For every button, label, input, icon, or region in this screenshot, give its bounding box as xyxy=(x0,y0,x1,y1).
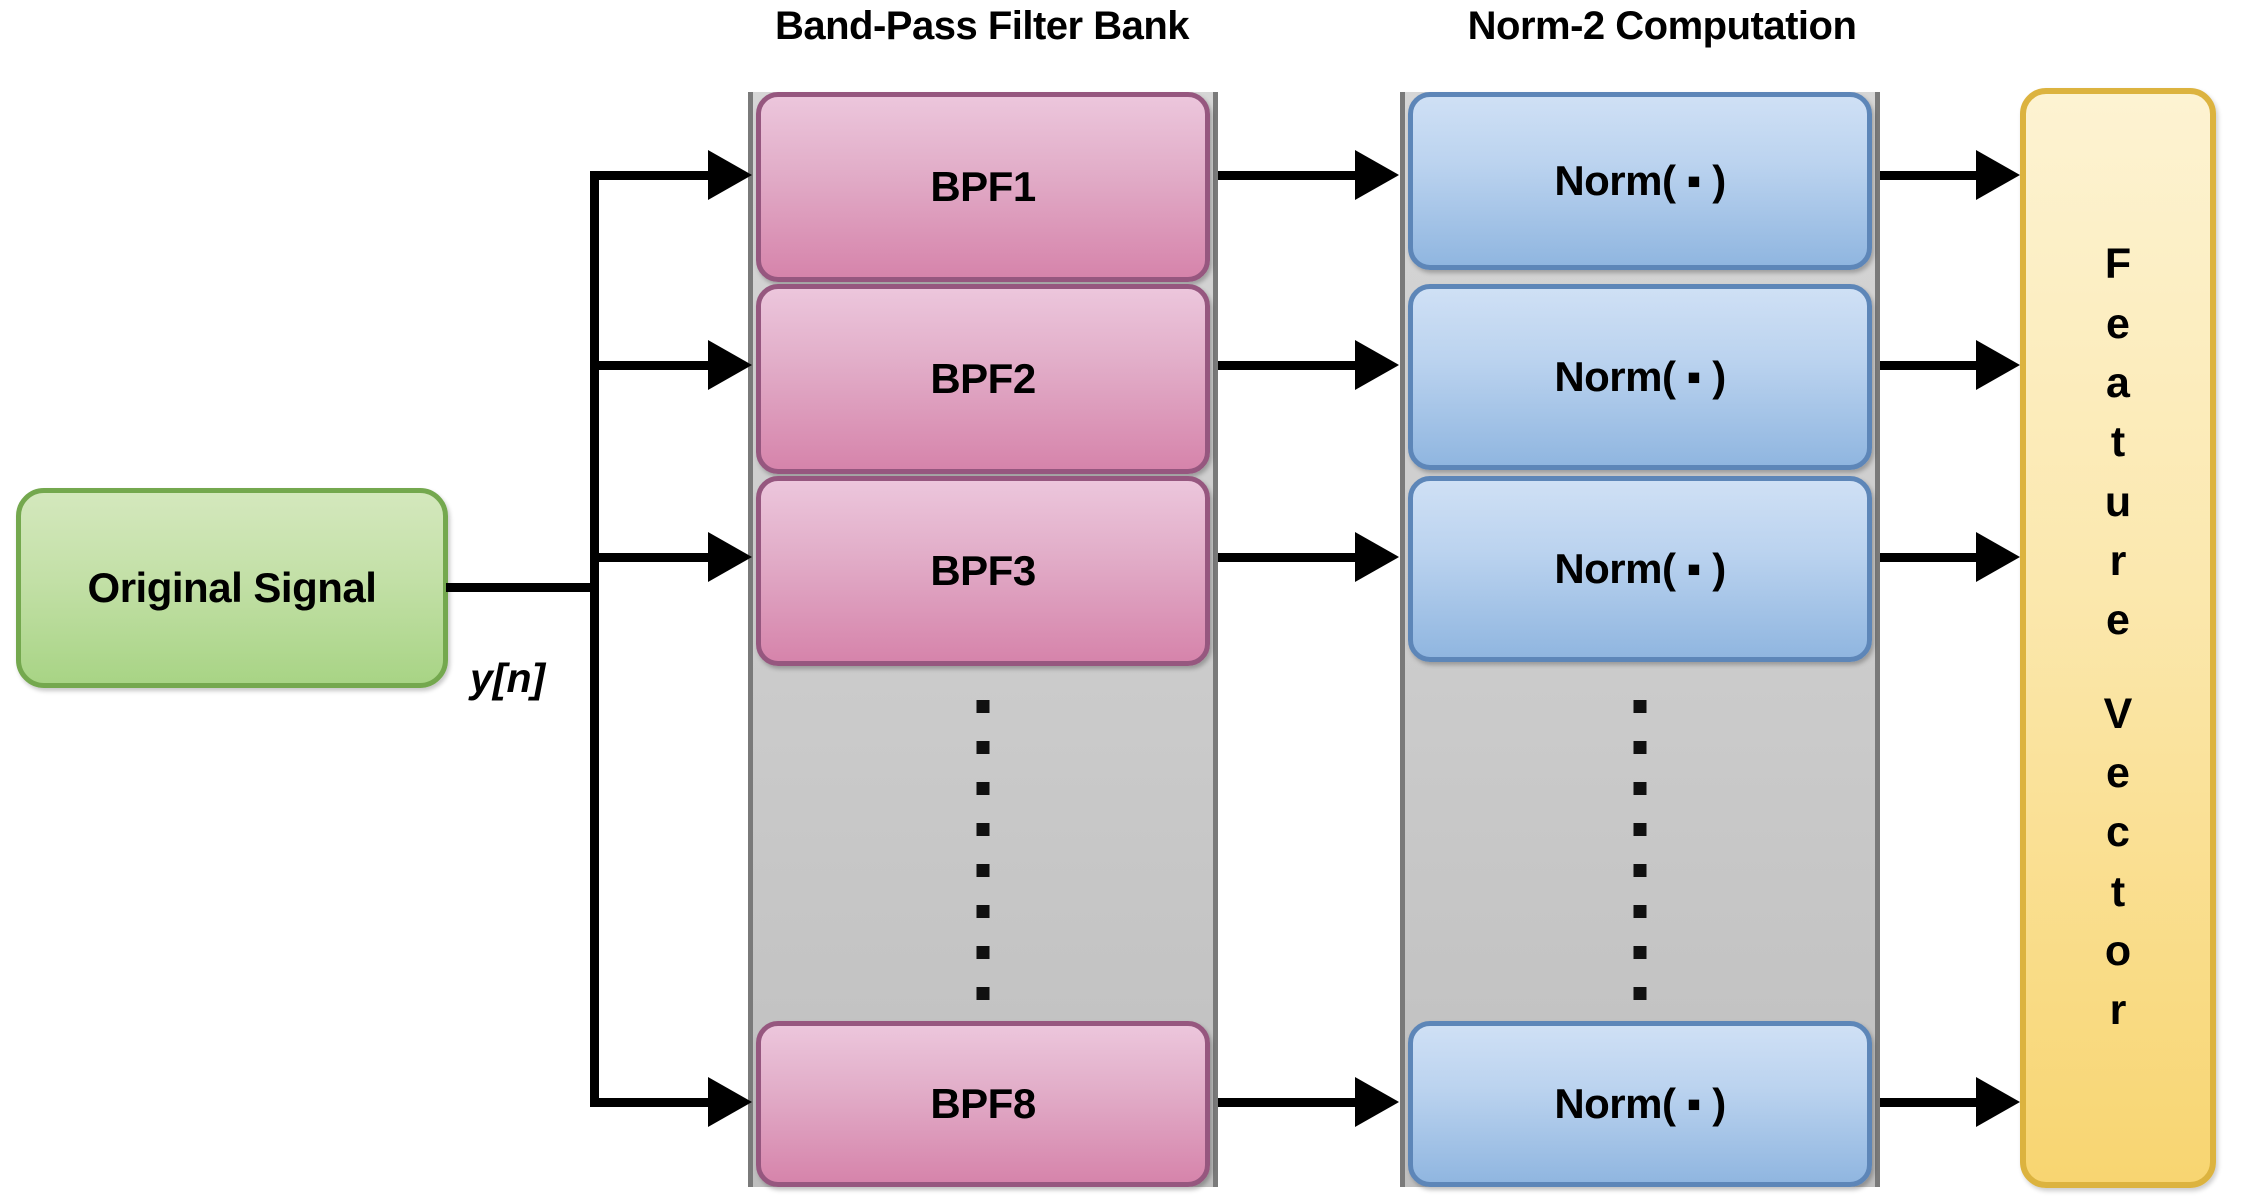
arrow-head-bpf-3 xyxy=(708,532,752,582)
signal-name-label: y[n] xyxy=(470,655,546,701)
feature-vector-letter: r xyxy=(2109,537,2127,585)
connector-wire-norm-to-feature-1 xyxy=(1880,171,1980,180)
connector-wire-norm-to-feature-8 xyxy=(1880,1098,1980,1107)
arrow-head-feature-3 xyxy=(1976,532,2020,582)
branch-wire-bpf-8 xyxy=(594,1098,714,1107)
arrow-head-norm-8 xyxy=(1355,1077,1399,1127)
norm-block-1: Norm( ▪ ) xyxy=(1408,92,1872,270)
original-signal-label: Original Signal xyxy=(87,564,377,611)
bpf-block-2: BPF2 xyxy=(756,284,1210,474)
ellipsis-dot xyxy=(1633,946,1647,959)
ellipsis-dot xyxy=(976,823,990,836)
connector-wire-norm-to-feature-3 xyxy=(1880,553,1980,562)
bpf-block-3: BPF3 xyxy=(756,476,1210,666)
ellipsis-dot xyxy=(976,905,990,918)
feature-vector-letter: e xyxy=(2106,596,2130,645)
ellipsis-dot xyxy=(1633,782,1647,795)
arrow-head-norm-3 xyxy=(1355,532,1399,582)
ellipsis-dot xyxy=(1633,700,1647,713)
arrow-head-bpf-2 xyxy=(708,340,752,390)
ellipsis-dot xyxy=(976,864,990,877)
arrow-head-feature-1 xyxy=(1976,150,2020,200)
feature-vector-letter: a xyxy=(2106,359,2130,408)
ellipsis-dot xyxy=(1633,987,1647,1000)
band-pass-filter-bank-title: Band-Pass Filter Bank xyxy=(774,4,1190,48)
arrow-head-norm-1 xyxy=(1355,150,1399,200)
distribution-bus-wire xyxy=(590,171,599,1107)
ellipsis-dot xyxy=(1633,905,1647,918)
bpf-block-2-label: BPF2 xyxy=(930,355,1036,402)
source-output-wire xyxy=(446,583,598,592)
norm-block-3-label: Norm( ▪ ) xyxy=(1554,545,1726,592)
ellipsis-dot xyxy=(1633,823,1647,836)
branch-wire-bpf-3 xyxy=(594,553,714,562)
feature-vector-letter: t xyxy=(2110,418,2126,467)
feature-vector-letter: F xyxy=(2104,240,2132,289)
norm-2-computation-title: Norm-2 Computation xyxy=(1467,4,1857,48)
ellipsis-dot xyxy=(1633,741,1647,754)
norm-stage-ellipsis xyxy=(1633,700,1647,1000)
original-signal-block: Original Signal xyxy=(16,488,448,688)
bpf-block-1-label: BPF1 xyxy=(930,163,1036,210)
bpf-block-1: BPF1 xyxy=(756,92,1210,282)
connector-wire-bpf-to-norm-2 xyxy=(1218,361,1360,370)
feature-vector-letter: V xyxy=(2103,689,2133,738)
arrow-head-bpf-1 xyxy=(708,150,752,200)
feature-vector-block: F e a t u r e V e c t o r xyxy=(2020,88,2216,1188)
ellipsis-dot xyxy=(976,946,990,959)
connector-wire-norm-to-feature-2 xyxy=(1880,361,1980,370)
arrow-head-bpf-8 xyxy=(708,1077,752,1127)
feature-vector-label: F e a t u r e V e c t o r xyxy=(2104,235,2133,1040)
bpf-block-8: BPF8 xyxy=(756,1021,1210,1187)
connector-wire-bpf-to-norm-1 xyxy=(1218,171,1360,180)
norm-block-8: Norm( ▪ ) xyxy=(1408,1021,1872,1187)
feature-vector-letter: t xyxy=(2110,867,2126,916)
bpf-block-3-label: BPF3 xyxy=(930,547,1036,594)
connector-wire-bpf-to-norm-3 xyxy=(1218,553,1360,562)
feature-vector-letter: e xyxy=(2106,748,2130,797)
arrow-head-feature-2 xyxy=(1976,340,2020,390)
ellipsis-dot xyxy=(976,700,990,713)
arrow-head-norm-2 xyxy=(1355,340,1399,390)
feature-vector-letter: e xyxy=(2106,299,2130,348)
branch-wire-bpf-1 xyxy=(594,171,714,180)
branch-wire-bpf-2 xyxy=(594,361,714,370)
feature-vector-letter: r xyxy=(2109,986,2127,1035)
norm-block-8-label: Norm( ▪ ) xyxy=(1554,1080,1726,1127)
norm-block-1-label: Norm( ▪ ) xyxy=(1554,157,1726,204)
feature-vector-letter: c xyxy=(2106,808,2130,857)
arrow-head-feature-8 xyxy=(1976,1077,2020,1127)
feature-vector-letter: u xyxy=(2104,477,2132,526)
norm-block-2: Norm( ▪ ) xyxy=(1408,284,1872,470)
filter-bank-ellipsis xyxy=(976,700,990,1000)
connector-wire-bpf-to-norm-8 xyxy=(1218,1098,1360,1107)
ellipsis-dot xyxy=(976,987,990,1000)
norm-block-3: Norm( ▪ ) xyxy=(1408,476,1872,662)
bpf-block-8-label: BPF8 xyxy=(930,1080,1036,1127)
ellipsis-dot xyxy=(1633,864,1647,877)
ellipsis-dot xyxy=(976,741,990,754)
ellipsis-dot xyxy=(976,782,990,795)
norm-block-2-label: Norm( ▪ ) xyxy=(1554,353,1726,400)
feature-vector-letter: o xyxy=(2104,926,2132,975)
